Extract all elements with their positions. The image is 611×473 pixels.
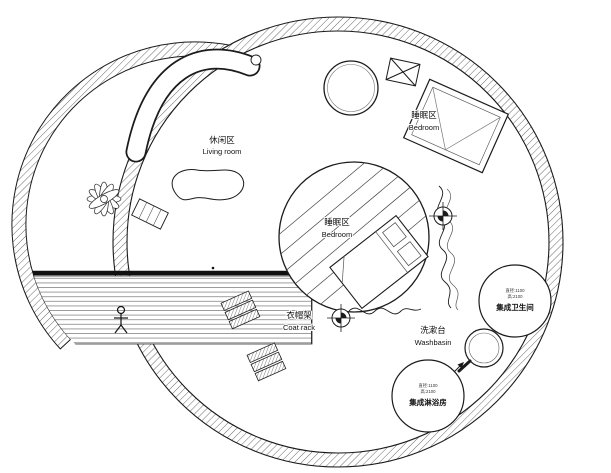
bathroom-pod-note2: 高:2100 xyxy=(507,293,523,300)
sofa xyxy=(125,48,262,163)
shower-pod-note2: 高:2100 xyxy=(420,388,436,395)
bathroom-pod-note1: 直径:1100 xyxy=(505,287,525,293)
terrace-deck xyxy=(28,270,313,345)
shower-pod-label: 集成淋浴房 xyxy=(408,397,447,407)
bed-upper xyxy=(402,78,510,174)
shower-pod-note1: 直径:1100 xyxy=(418,382,438,388)
bathroom-pod-label: 集成卫生间 xyxy=(495,302,534,312)
bedroom-circle xyxy=(278,161,430,313)
bedroom-upper-label-en: Bedroom xyxy=(409,123,439,132)
bathroom-pod: 直径:1100 高:2100 集成卫生间 xyxy=(478,264,552,338)
coat-rack-label-en: Coat rack xyxy=(283,323,315,332)
washbasin-label-zh: 洗漱台 xyxy=(420,325,446,335)
round-table xyxy=(323,60,379,116)
survey-point-icon xyxy=(327,304,355,332)
shower-pod: 直径:1100 高:2100 集成淋浴房 xyxy=(391,359,465,433)
washbasin-label-en: Washbasin xyxy=(415,338,452,347)
living-room-label-en: Living room xyxy=(203,147,242,156)
bedroom-center-label-zh: 睡眠区 xyxy=(324,217,350,227)
living-room-label-zh: 休闲区 xyxy=(209,135,235,145)
dot-mark xyxy=(211,266,215,270)
survey-point-icon xyxy=(429,202,457,230)
washbasin-fixture xyxy=(457,328,504,373)
folding-stool xyxy=(385,57,421,87)
bedroom-center-label-en: Bedroom xyxy=(322,230,352,239)
coat-rack-label-zh: 衣帽架 xyxy=(286,310,312,320)
coffee-table xyxy=(171,169,245,201)
lounge-mat xyxy=(131,198,169,230)
outer-wall-lobe xyxy=(11,41,231,350)
plant xyxy=(86,181,122,217)
curtain-squiggle-bottom xyxy=(348,307,422,315)
person-figure xyxy=(114,305,128,334)
area-labels: 休闲区 Living room 睡眠区 Bedroom 睡眠区 Bedroom … xyxy=(202,109,453,348)
coat-rack-lower xyxy=(246,342,287,382)
coat-rack-upper xyxy=(220,290,261,330)
bedroom-upper-label-zh: 睡眠区 xyxy=(411,110,437,120)
bed-center xyxy=(329,214,429,310)
